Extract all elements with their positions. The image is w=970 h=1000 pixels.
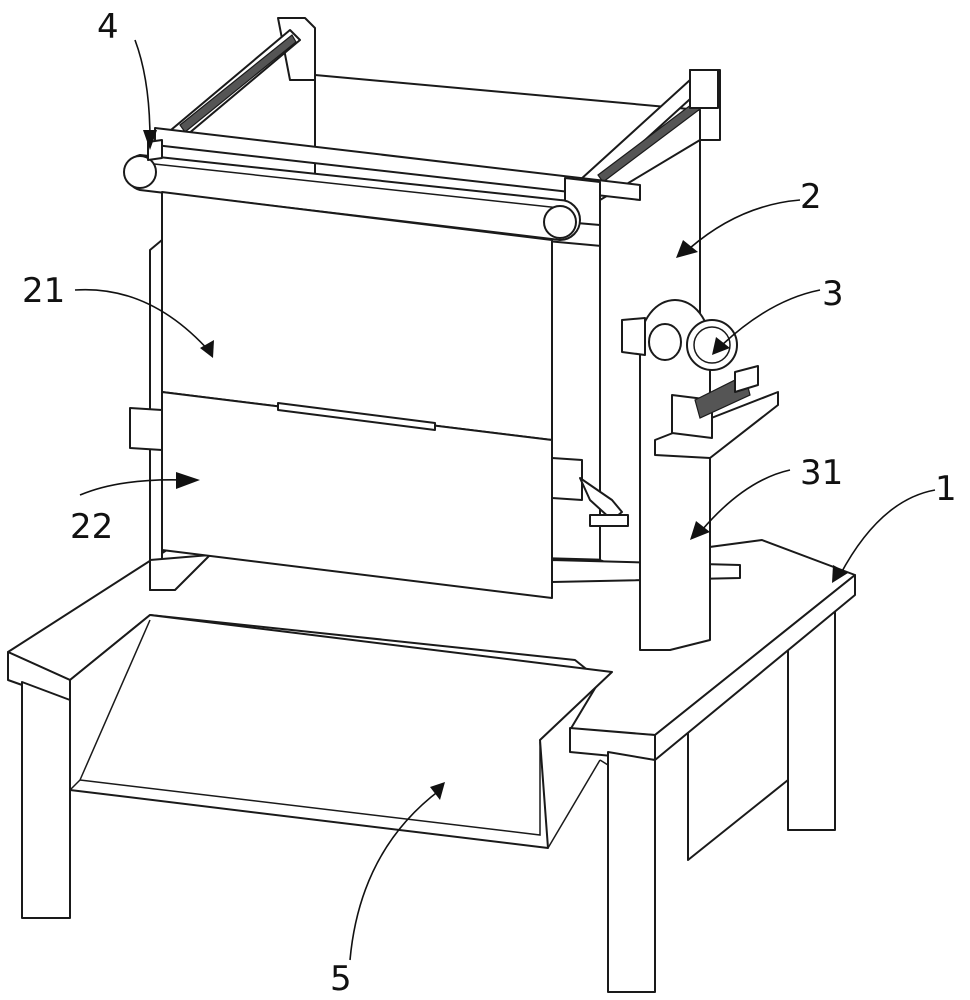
label-3: 3 (822, 274, 844, 314)
part-labels: 4 2 21 3 31 1 22 5 (22, 7, 957, 999)
box-seam-strip (277, 402, 436, 431)
label-5: 5 (330, 959, 352, 999)
axle-stub (621, 317, 646, 356)
table-front-right-leg (607, 751, 656, 993)
drive-assembly (621, 299, 779, 651)
axle-hub (648, 323, 682, 361)
hinge-base (589, 514, 629, 527)
label-1: 1 (935, 469, 957, 509)
frame-left-foot (149, 554, 211, 591)
motor-shelf (654, 391, 779, 459)
table-top-right-edge (654, 574, 856, 761)
table (7, 539, 856, 993)
left-pulley (123, 155, 157, 189)
frame (149, 17, 721, 601)
belt-assembly (123, 139, 581, 241)
left-lead-screw (179, 34, 297, 133)
right-latch (551, 457, 583, 501)
label-21: 21 (22, 271, 65, 311)
label-4: 4 (97, 7, 119, 47)
worm-end-block (734, 365, 759, 393)
top-crossbar (154, 127, 641, 201)
container (129, 191, 741, 599)
left-latch (129, 407, 163, 451)
label-31: 31 (800, 453, 843, 493)
label-2: 2 (800, 177, 822, 217)
leaders (74, 39, 936, 961)
label-22: 22 (70, 507, 113, 547)
table-front-left-leg (21, 681, 71, 919)
right-rail-block (689, 69, 719, 109)
right-pulley (543, 205, 577, 239)
